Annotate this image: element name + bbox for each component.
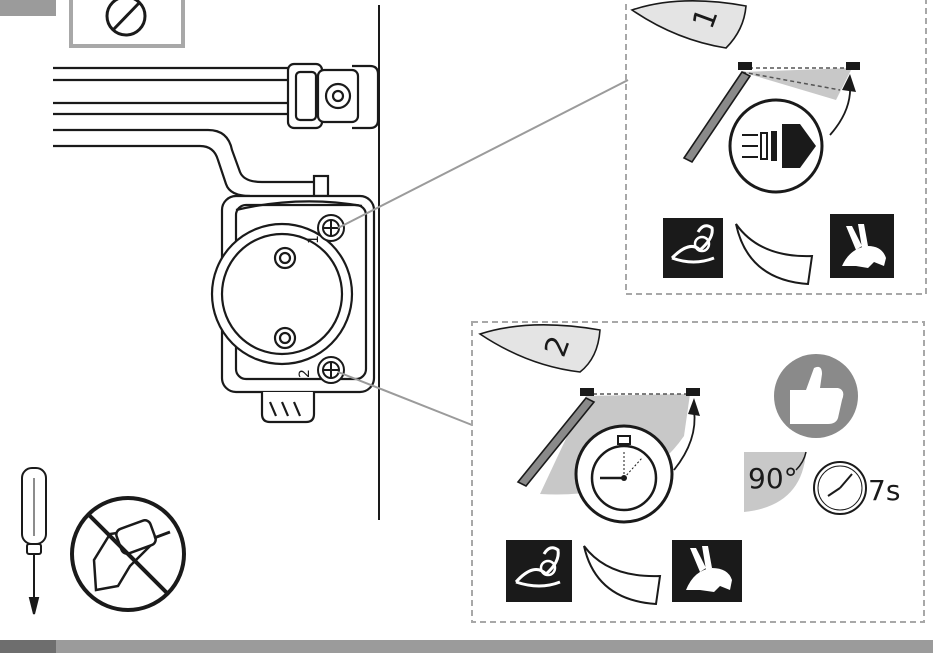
arrow-speed-icon (728, 98, 824, 194)
panel-1: 1 (625, 0, 927, 295)
snail-icon (663, 218, 723, 278)
screw-1 (317, 214, 345, 242)
leader-line-1 (337, 79, 629, 229)
closer-arm (53, 62, 380, 198)
closer-body (210, 194, 376, 424)
speed-curve-2 (583, 545, 662, 606)
stopwatch-icon (574, 424, 674, 524)
footer-tab (0, 640, 56, 653)
recommend-time-label: 7s (868, 474, 900, 507)
screwdriver-icon (21, 467, 47, 615)
top-tab (0, 0, 56, 16)
angle-quadrant (744, 452, 806, 512)
snail-icon (506, 540, 572, 602)
leader-line-2 (337, 371, 473, 426)
screw-2-label: 2 (297, 369, 313, 378)
no-drill-icon (70, 496, 186, 612)
panel-2: 2 (471, 321, 925, 623)
speed-curve-1 (735, 223, 814, 286)
screw-2 (317, 356, 345, 384)
thumbs-up-icon (774, 354, 858, 438)
rabbit-icon (672, 540, 742, 602)
recommend-angle-label: 90° (748, 462, 798, 495)
rabbit-icon (830, 214, 894, 278)
screw-1-label: 1 (306, 235, 322, 244)
clock-icon (813, 461, 867, 515)
no-entry-icon (69, 0, 185, 48)
footer-bar (0, 640, 933, 653)
